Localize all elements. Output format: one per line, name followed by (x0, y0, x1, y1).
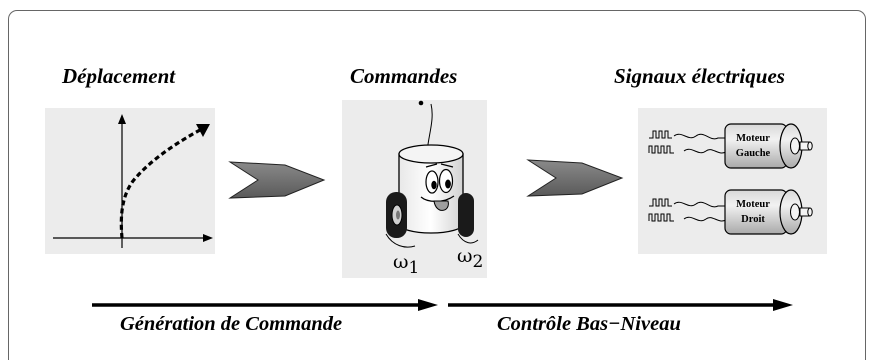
motor-right (648, 189, 813, 235)
motor-left-shaft-end (807, 141, 813, 151)
motor-left-bearing (790, 137, 800, 155)
omega-right-label: ω2 (457, 245, 483, 272)
robot-right-motion-line (457, 233, 479, 244)
robot-left-eye (425, 170, 439, 194)
robot-right-wheel (458, 193, 474, 237)
heading-displacement: Déplacement (62, 64, 176, 88)
motor-right-shaft-end (807, 207, 813, 217)
robot-eyebrows (425, 163, 454, 168)
diagram-frame (8, 10, 866, 360)
trajectory-arrowhead (196, 124, 210, 137)
omega-left-subscript: 1 (408, 257, 420, 278)
motor-left-signal-2 (648, 145, 674, 154)
motor-right-label: Moteur Droit (727, 197, 779, 227)
omega-left-label: ω1 (393, 251, 419, 278)
motor-left (648, 123, 813, 169)
trajectory-curve (119, 128, 201, 239)
motor-left-wire-2 (683, 148, 727, 154)
robot-tongue (433, 200, 449, 211)
motor-right-label-line2: Droit (741, 214, 765, 225)
motor-left-label-line2: Gauche (735, 148, 771, 159)
robot-left-motion-line (385, 233, 416, 248)
motor-left-label-line1: Moteur (736, 133, 770, 144)
robot-left-pupil (431, 180, 437, 190)
robot-right-pupil (445, 179, 451, 189)
motor-left-wire-1 (673, 133, 726, 140)
flow-arrow-2 (526, 159, 624, 197)
motor-right-label-line1: Moteur (736, 199, 770, 210)
motor-right-bearing (790, 203, 800, 221)
omega-right-subscript: 2 (472, 251, 484, 272)
motor-left-label: Moteur Gauche (727, 131, 779, 161)
flow-arrow-1 (228, 161, 326, 199)
process-stage-2-label: Contrôle Bas−Niveau (497, 313, 681, 335)
motor-right-wire-1 (673, 201, 726, 208)
plot-y-arrowhead (118, 114, 126, 124)
robot-top (398, 144, 464, 164)
plot-x-arrowhead (203, 234, 213, 242)
omega-left-symbol: ω (393, 251, 409, 273)
robot-illustration (385, 100, 479, 248)
omega-right-symbol: ω (457, 245, 473, 267)
process-arrow-2-head (773, 299, 793, 311)
robot-antenna-tip (418, 100, 424, 106)
heading-signals: Signaux électriques (614, 64, 785, 88)
displacement-panel (45, 108, 215, 254)
robot-left-wheel-center (396, 210, 400, 220)
motor-right-wire-2 (683, 216, 727, 222)
process-arrow-1-head (418, 299, 438, 311)
motor-right-signal-2 (648, 213, 674, 222)
trajectory-plot (53, 114, 213, 248)
process-stage-1-label: Génération de Commande (120, 313, 343, 335)
motor-left-signal-1 (649, 130, 672, 139)
motor-right-signal-1 (649, 198, 672, 207)
heading-commands: Commandes (350, 64, 458, 88)
